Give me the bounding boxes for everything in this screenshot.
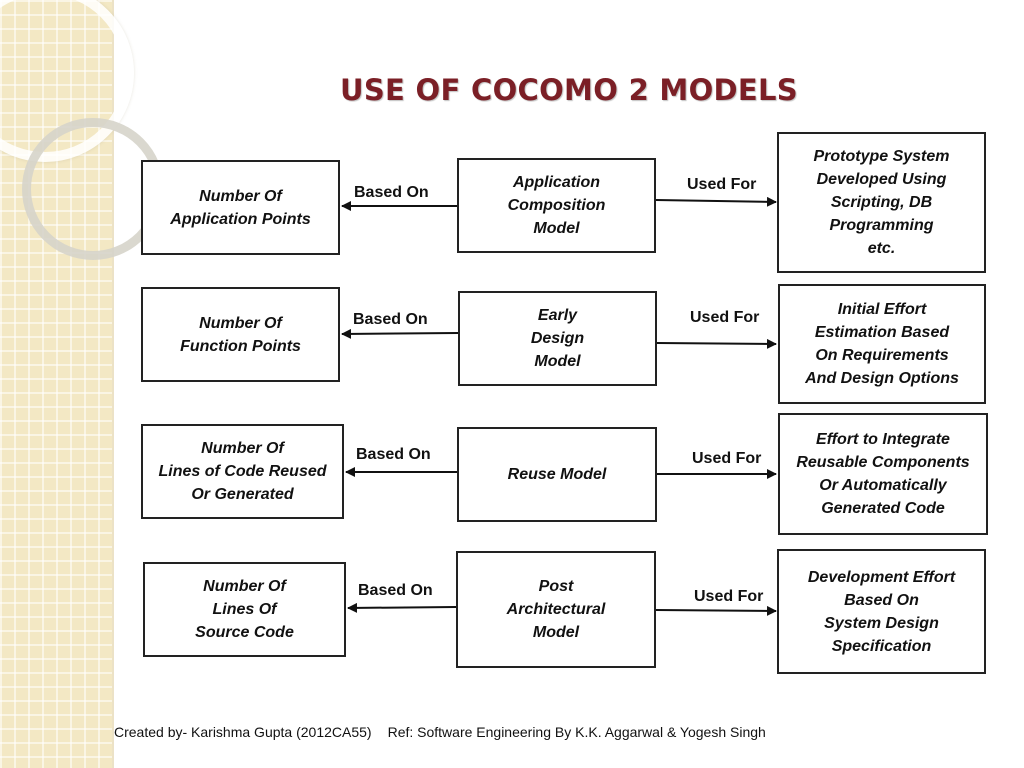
purpose-box: Effort to Integrate Reusable Components … bbox=[778, 413, 988, 535]
used-for-arrow bbox=[655, 196, 777, 207]
based-on-label: Based On bbox=[356, 446, 431, 463]
based-on-arrow bbox=[341, 328, 459, 339]
model-box: Post Architectural Model bbox=[456, 551, 656, 668]
model-box: Application Composition Model bbox=[457, 158, 656, 253]
footer: Created by- Karishma Gupta (2012CA55) Ref… bbox=[114, 724, 766, 740]
footer-reference: Ref: Software Engineering By K.K. Aggarw… bbox=[387, 724, 766, 740]
used-for-label: Used For bbox=[687, 176, 757, 193]
purpose-box: Initial Effort Estimation Based On Requi… bbox=[778, 284, 986, 404]
used-for-arrow bbox=[655, 605, 777, 616]
slide-title: USE OF COCOMO 2 MODELS bbox=[339, 73, 798, 107]
based-on-label: Based On bbox=[354, 184, 429, 201]
used-for-label: Used For bbox=[694, 588, 764, 605]
input-box: Number Of Application Points bbox=[141, 160, 340, 255]
purpose-box: Prototype System Developed Using Scripti… bbox=[777, 132, 986, 273]
based-on-label: Based On bbox=[358, 582, 433, 599]
used-for-arrow bbox=[656, 338, 777, 349]
input-box: Number Of Lines of Code Reused Or Genera… bbox=[141, 424, 344, 519]
based-on-label: Based On bbox=[353, 311, 428, 328]
used-for-label: Used For bbox=[692, 450, 762, 467]
decorative-side-panel bbox=[0, 0, 164, 768]
input-box: Number Of Lines Of Source Code bbox=[143, 562, 346, 657]
model-box: Reuse Model bbox=[457, 427, 657, 522]
input-box: Number Of Function Points bbox=[141, 287, 340, 382]
based-on-arrow bbox=[347, 602, 457, 613]
footer-credit: Created by- Karishma Gupta (2012CA55) bbox=[114, 724, 372, 740]
used-for-label: Used For bbox=[690, 309, 760, 326]
model-box: Early Design Model bbox=[458, 291, 657, 386]
purpose-box: Development Effort Based On System Desig… bbox=[777, 549, 986, 674]
